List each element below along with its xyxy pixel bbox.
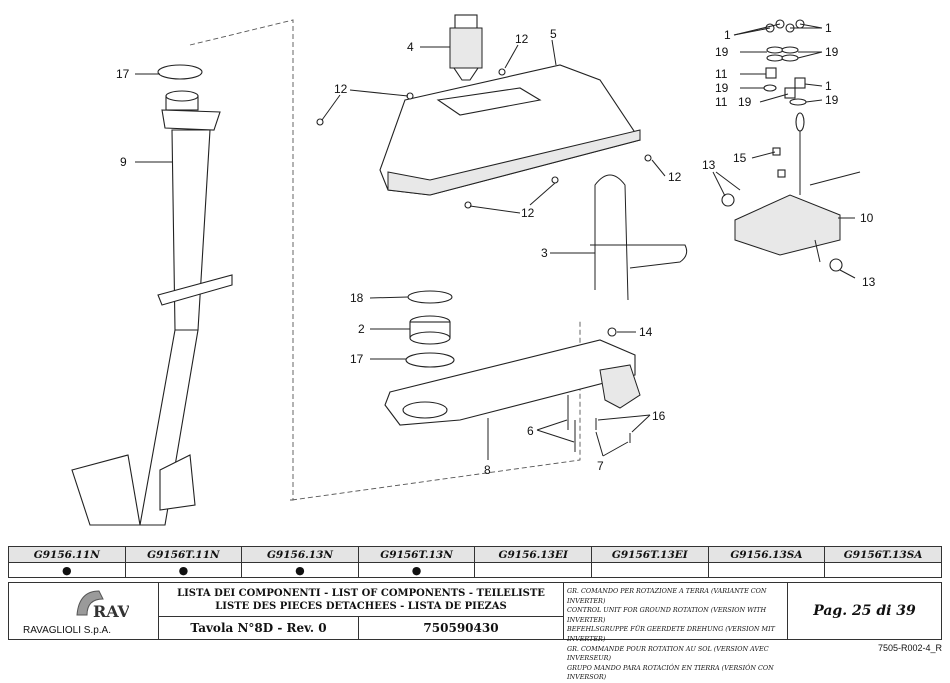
callout-3: 3: [541, 246, 548, 260]
callout-17-tube-ring: 17: [116, 67, 130, 81]
description-line: GR. COMMANDE POUR ROTATION AU SOL (VERSI…: [567, 644, 769, 663]
exploded-parts-drawing: 17 9 4 12 5 12 12 12 3 18 2 17 8 6 14 16…: [71, 14, 876, 526]
callout-11-b: 11: [715, 95, 728, 109]
callout-15: 15: [733, 151, 747, 165]
model-mark: ●: [241, 562, 359, 578]
callout-19-b: 19: [825, 45, 839, 59]
callout-19-a: 19: [715, 45, 729, 59]
model-mark: [474, 562, 592, 578]
callout-12-b: 12: [334, 82, 348, 96]
callout-19-c: 19: [715, 81, 729, 95]
description-line: CONTROL UNIT FOR GROUND ROTATION (VERSIO…: [567, 606, 767, 624]
company-name: RAVAGLIOLI S.p.A.: [23, 625, 111, 636]
callout-7: 7: [597, 459, 604, 473]
callout-4: 4: [407, 40, 414, 54]
ravaglioli-logo: RAV: [76, 590, 129, 621]
model-mark: [707, 562, 826, 578]
model-header: G9156.13N: [241, 546, 359, 563]
bracket-part-3: [590, 174, 688, 301]
callout-12-d: 12: [521, 206, 535, 220]
logo-cell: RAV RAVAGLIOLI S.p.A.: [9, 583, 159, 639]
document-reference: 7505-R002-4_R: [877, 643, 942, 653]
callout-6: 6: [527, 424, 534, 438]
callout-1-a: 1: [724, 28, 731, 42]
model-header: G9156T.11N: [124, 546, 243, 563]
description-line: GR. COMANDO PER ROTAZIONE A TERRA (VARIA…: [567, 587, 767, 605]
model-mark: [824, 562, 942, 578]
model-header: G9156.13SA: [707, 546, 826, 563]
callout-5: 5: [550, 27, 557, 41]
model-mark: [590, 562, 709, 578]
page-number: Pag. 25 di 39: [813, 603, 916, 619]
model-header: G9156T.13SA: [824, 546, 942, 563]
callout-12-a: 12: [515, 32, 529, 46]
callout-17-plate-ring: 17: [350, 352, 364, 366]
assembly-description: GR. COMANDO PER ROTAZIONE A TERRA (VARIA…: [564, 583, 788, 681]
components-list-title: LISTA DEI COMPONENTI - LIST OF COMPONENT…: [159, 583, 564, 617]
bushing-part-2: [409, 315, 451, 345]
callout-16: 16: [652, 409, 666, 423]
description-line: GRUPO MANDO PARA ROTACIÓN EN TIERRA (VER…: [567, 663, 774, 682]
callout-12-c: 12: [668, 170, 682, 184]
callout-14: 14: [639, 325, 653, 339]
description-line: BEFEHLSGRUPPE FÜR GEERDETE DREHUNG (VERS…: [567, 625, 775, 643]
svg-text:RAV: RAV: [93, 602, 129, 621]
sensor-part-4: [449, 14, 483, 81]
callout-19-e: 19: [738, 95, 752, 109]
callout-1-b: 1: [825, 21, 832, 35]
model-header: G9156.13EI: [474, 546, 592, 563]
callout-2: 2: [358, 322, 365, 336]
title-line-1: LISTA DEI COMPONENTI - LIST OF COMPONENT…: [177, 588, 545, 599]
callout-11-a: 11: [715, 67, 728, 81]
ring-part-18: [407, 290, 453, 304]
tube-part-9: [71, 64, 233, 526]
callout-13-a: 13: [702, 158, 716, 172]
model-header: G9156T.13N: [357, 546, 476, 563]
model-header: G9156.11N: [8, 546, 126, 563]
part-code: 750590430: [359, 617, 564, 639]
plate-part-8: [384, 339, 641, 426]
model-mark: ●: [8, 562, 126, 578]
model-table: G9156.11N G9156T.11N G9156.13N G9156T.13…: [8, 546, 942, 578]
callout-9: 9: [120, 155, 127, 169]
callout-10: 10: [860, 211, 874, 225]
model-mark: ●: [124, 562, 243, 578]
callout-13-b: 13: [862, 275, 876, 289]
ring-part-17: [405, 352, 455, 368]
callout-19-d: 19: [825, 93, 839, 107]
title-line-2: LISTE DES PIECES DETACHEES - LISTA DE PI…: [215, 601, 507, 612]
cover-part-5: [379, 64, 641, 196]
valve-part-10: [721, 112, 861, 272]
table-revision: Tavola N°8D - Rev. 0: [159, 617, 359, 639]
callout-1-c: 1: [825, 79, 832, 93]
model-mark: ●: [357, 562, 476, 578]
model-header: G9156T.13EI: [590, 546, 709, 563]
callout-8: 8: [484, 463, 491, 477]
title-block: RAV RAVAGLIOLI S.p.A. LISTA DEI COMPONEN…: [8, 582, 942, 681]
leader-lines: [135, 23, 856, 460]
callout-18: 18: [350, 291, 364, 305]
assembly-dashed-line: [189, 19, 294, 501]
